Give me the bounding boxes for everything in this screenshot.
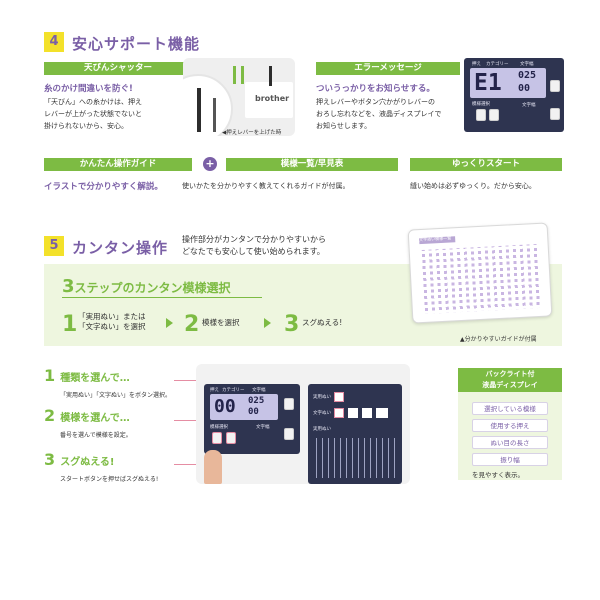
card-caption: ▲分かりやすいガイドが付属 xyxy=(460,336,537,343)
detail-step-3: 3 スグぬえる! xyxy=(44,450,115,469)
needle-bar xyxy=(213,98,216,132)
detail-step-2: 2 模様を選んで… xyxy=(44,406,130,425)
card-pattern-grid xyxy=(419,243,543,315)
banner-arrow-1 xyxy=(166,318,173,328)
section-5-title: カンタン操作 xyxy=(72,239,169,257)
green-indicator-right xyxy=(241,66,244,84)
backlight-header: バックライト付 液晶ディスプレイ xyxy=(458,368,562,392)
green-indicator-left xyxy=(233,66,236,84)
panel-lcd-screen: 00 025 00 xyxy=(210,394,278,420)
error-code: E1 xyxy=(474,70,502,96)
pattern-number-button-2[interactable] xyxy=(226,432,236,444)
stitch-width-button[interactable] xyxy=(550,80,560,92)
error-lcd-panel: 押え カテゴリー 文字幅 E1 025 00 模様選択 文字幅 xyxy=(464,58,564,132)
stitch-length-button[interactable] xyxy=(550,108,560,120)
pattern-list-bar: 模様一覧/早見表 xyxy=(226,158,398,171)
banner-step-3-text: スグぬえる! xyxy=(302,318,343,327)
pointer-line-2 xyxy=(174,420,208,421)
banner-step-1-text: 「実用ぬい」または 「文字ぬい」を選択 xyxy=(78,312,146,331)
detail-step-1-desc: 「実用ぬい」「文字ぬい」をボタン選択。 xyxy=(60,392,172,399)
banner-title-underline xyxy=(62,297,262,298)
error-message-headline: ついうっかりをお知らせする。 xyxy=(316,84,435,94)
finger xyxy=(204,450,222,484)
width-button[interactable] xyxy=(284,398,294,410)
banner-title: 3ステップのカンタン模様選択 xyxy=(62,276,231,297)
mode-button-3[interactable] xyxy=(376,408,388,418)
backlight-item-4: 振り幅 xyxy=(472,453,548,466)
thread-spool-post xyxy=(269,66,272,86)
backlight-footer: を見やすく表示。 xyxy=(472,471,524,479)
thread-lever xyxy=(197,88,201,132)
guide-bar: かんたん操作ガイド xyxy=(44,158,192,171)
pattern-select-button-2[interactable] xyxy=(489,109,499,121)
detail-step-1: 1 種類を選んで… xyxy=(44,366,130,385)
error-message-body: 押えレバーやボタン穴かがりレバーの おろし忘れなどを、液晶ディスプレイで お知ら… xyxy=(316,98,442,130)
pattern-guide-card: 文字ぬい模様一覧 xyxy=(407,222,553,324)
slow-start-bar: ゆっくりスタート xyxy=(410,158,562,171)
banner-step-2-text: 模様を選択 xyxy=(202,318,240,327)
brand-logo: brother xyxy=(255,94,290,103)
section-4-number: 4 xyxy=(44,32,64,52)
section-4-title: 安心サポート機能 xyxy=(72,35,201,53)
panel-lcd-frame: 押え カテゴリー 文字幅 00 025 00 模様選択 文字幅 xyxy=(204,384,300,454)
pointer-vertical xyxy=(344,378,345,408)
backlight-item-2: 使用する押え xyxy=(472,419,548,432)
utility-stitch-button[interactable] xyxy=(334,392,344,402)
plus-icon: + xyxy=(203,157,217,171)
mode-button-2[interactable] xyxy=(362,408,372,418)
guide-headline: イラストで分かりやすく解説。 xyxy=(44,182,163,192)
mode-button-1[interactable] xyxy=(348,408,358,418)
stitch-chart-grid xyxy=(314,438,396,478)
backlight-box: バックライト付 液晶ディスプレイ 選択している模様 使用する押え ぬい目の長さ … xyxy=(458,368,562,480)
thread-shutter-bar: 天びんシャッター xyxy=(44,62,192,75)
error-message-bar: エラーメッセージ xyxy=(316,62,460,75)
slow-start-body: 縫い始めは必ずゆっくり。だから安心。 xyxy=(410,182,536,190)
backlight-item-3: ぬい目の長さ xyxy=(472,436,548,449)
guide-body: 使いかたを分かりやすく教えてくれるガイドが付属。 xyxy=(182,182,350,190)
error-lcd-screen: E1 025 00 xyxy=(470,68,546,98)
detail-step-3-desc: スタートボタンを押せばスグぬえる! xyxy=(60,476,159,483)
section-5-number: 5 xyxy=(44,236,64,256)
banner-step-3-number: 3 xyxy=(284,312,300,337)
thread-shutter-headline: 糸のかけ間違いを防ぐ! xyxy=(44,84,133,94)
backlight-item-1: 選択している模様 xyxy=(472,402,548,415)
thread-shutter-caption: ◀押えレバーを上げた時 xyxy=(222,130,282,136)
pattern-select-button-1[interactable] xyxy=(476,109,486,121)
banner-step-2-number: 2 xyxy=(184,312,200,337)
section-5-lead: 操作部分がカンタンで分かりやすいから どなたでも安心して使い始められます。 xyxy=(182,235,326,256)
machine-head xyxy=(245,82,293,118)
character-stitch-button[interactable] xyxy=(334,408,344,418)
thread-shutter-photo: brother xyxy=(183,58,295,136)
thread-shutter-body: 「天びん」への糸かけは、押え レバーが上がった状態でないと 掛けられないから、安… xyxy=(44,98,142,130)
banner-step-1-number: 1 xyxy=(62,312,78,337)
pattern-number-button-1[interactable] xyxy=(212,432,222,444)
control-panel-photo: 押え カテゴリー 文字幅 00 025 00 模様選択 文字幅 実用ぬい 文字ぬ… xyxy=(196,364,410,484)
stitch-select-panel: 実用ぬい 文字ぬい 実用ぬい xyxy=(308,384,402,484)
detail-step-2-desc: 番号を選んで模様を設定。 xyxy=(60,432,132,439)
length-button[interactable] xyxy=(284,428,294,440)
banner-arrow-2 xyxy=(264,318,271,328)
